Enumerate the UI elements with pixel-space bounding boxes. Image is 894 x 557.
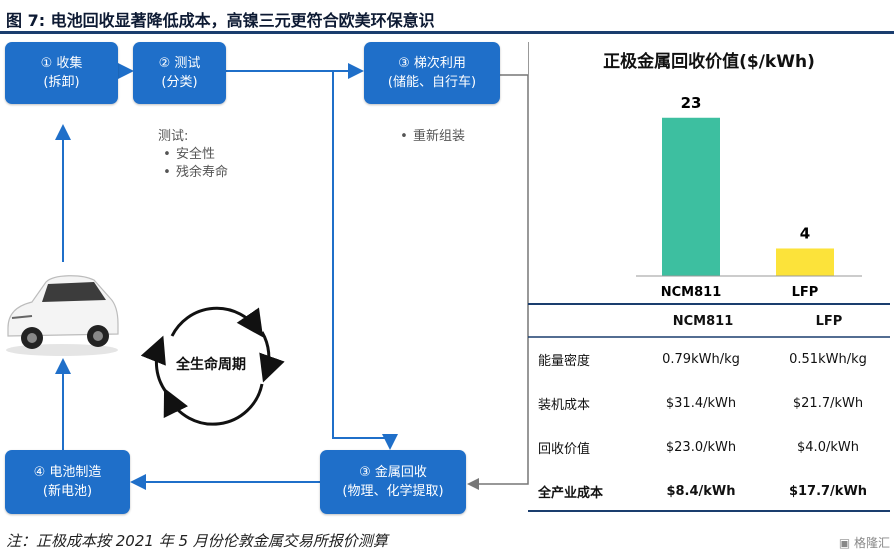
figure-title: 图 7: 电池回收显著降低成本，高镍三元更符合欧美环保意识	[6, 11, 435, 30]
test-note: 测试: •安全性 •残余寿命	[158, 128, 228, 182]
bar-ncm811	[662, 117, 720, 276]
table-header-lfp: LFP	[815, 313, 843, 329]
reuse-note-item: •重新组装	[400, 129, 466, 144]
chart-panel	[528, 42, 890, 300]
test-note-item: •安全性	[163, 147, 216, 162]
cycle-arc-bottom	[163, 383, 264, 426]
step-reuse-title: ③ 梯次利用	[398, 56, 466, 71]
table-row-label: 全产业成本	[538, 485, 604, 501]
table-cell: $17.7/kWh	[788, 483, 868, 499]
table-cell: 0.51kWh/kg	[789, 351, 867, 367]
table-row-label: 能量密度	[538, 353, 591, 369]
watermark-text: 格隆汇	[853, 536, 890, 550]
figure-title-bar: 图 7: 电池回收显著降低成本，高镍三元更符合欧美环保意识	[0, 0, 894, 34]
table-cell: $8.4/kWh	[666, 483, 736, 499]
step-manufacture-sub: (新电池)	[42, 484, 93, 499]
step-manufacture-box: ④ 电池制造 (新电池)	[5, 450, 130, 514]
table-row-label: 装机成本	[538, 397, 591, 413]
step-metal-recovery-title: ③ 金属回收	[359, 465, 427, 480]
x-tick-label: LFP	[792, 285, 819, 300]
x-tick-label: NCM811	[661, 285, 722, 300]
step-collect-title: ① 收集	[40, 56, 83, 71]
table-row: 能量密度 0.79kWh/kg 0.51kWh/kg	[528, 337, 890, 381]
table-header-row: NCM811 LFP	[528, 305, 890, 337]
step-test-sub: (分类)	[161, 75, 198, 90]
step-test-box: ② 测试 (分类)	[133, 42, 226, 104]
table-cell: $31.4/kWh	[665, 395, 737, 411]
test-note-head: 测试:	[158, 129, 189, 144]
table-header-ncm: NCM811	[672, 313, 734, 329]
cycle-arc-right	[259, 331, 285, 383]
watermark-icon: ▣	[838, 536, 851, 550]
metrics-table: NCM811 LFP 能量密度 0.79kWh/kg 0.51kWh/kg 装机…	[528, 305, 890, 511]
bar-value-label: 4	[800, 224, 810, 242]
table-cell: 0.79kWh/kg	[662, 351, 740, 367]
cycle-arc-top	[170, 306, 264, 338]
arrow-test-to-recovery	[332, 71, 398, 450]
lifecycle-label: 全生命周期	[176, 357, 246, 373]
step-test-title: ② 测试	[158, 56, 201, 71]
chart-title: 正极金属回收价值($/kWh)	[603, 52, 815, 72]
table-cell: $21.7/kWh	[792, 395, 864, 411]
footnote: 注：正极成本按 2021 年 5 月份伦敦金属交易所报价测算	[6, 532, 388, 550]
cycle-arc-left	[140, 335, 168, 393]
step-metal-recovery-sub: (物理、化学提取)	[342, 484, 444, 499]
arrow-reuse-to-recovery	[467, 74, 529, 490]
watermark-logo: ▣ 格隆汇	[839, 534, 890, 551]
test-note-item: •残余寿命	[163, 165, 229, 180]
step-manufacture-title: ④ 电池制造	[33, 465, 102, 480]
step-reuse-box: ③ 梯次利用 (储能、自行车)	[364, 42, 500, 104]
table-cell: $4.0/kWh	[797, 439, 859, 455]
step-collect-box: ① 收集 (拆卸)	[5, 42, 118, 104]
table-row-label: 回收价值	[538, 441, 591, 457]
step-metal-recovery-box: ③ 金属回收 (物理、化学提取)	[320, 450, 466, 514]
table-row: 装机成本 $31.4/kWh $21.7/kWh	[528, 381, 890, 425]
car-image	[6, 275, 119, 356]
table-row: 全产业成本 $8.4/kWh $17.7/kWh	[528, 469, 890, 513]
step-collect-sub: (拆卸)	[43, 75, 80, 90]
bar-value-label: 23	[681, 94, 702, 112]
table-row: 回收价值 $23.0/kWh $4.0/kWh	[528, 425, 890, 469]
table-cell: $23.0/kWh	[665, 439, 737, 455]
bar-lfp	[776, 248, 834, 276]
reuse-note: •重新组装	[395, 128, 465, 146]
step-reuse-sub: (储能、自行车)	[387, 75, 477, 90]
